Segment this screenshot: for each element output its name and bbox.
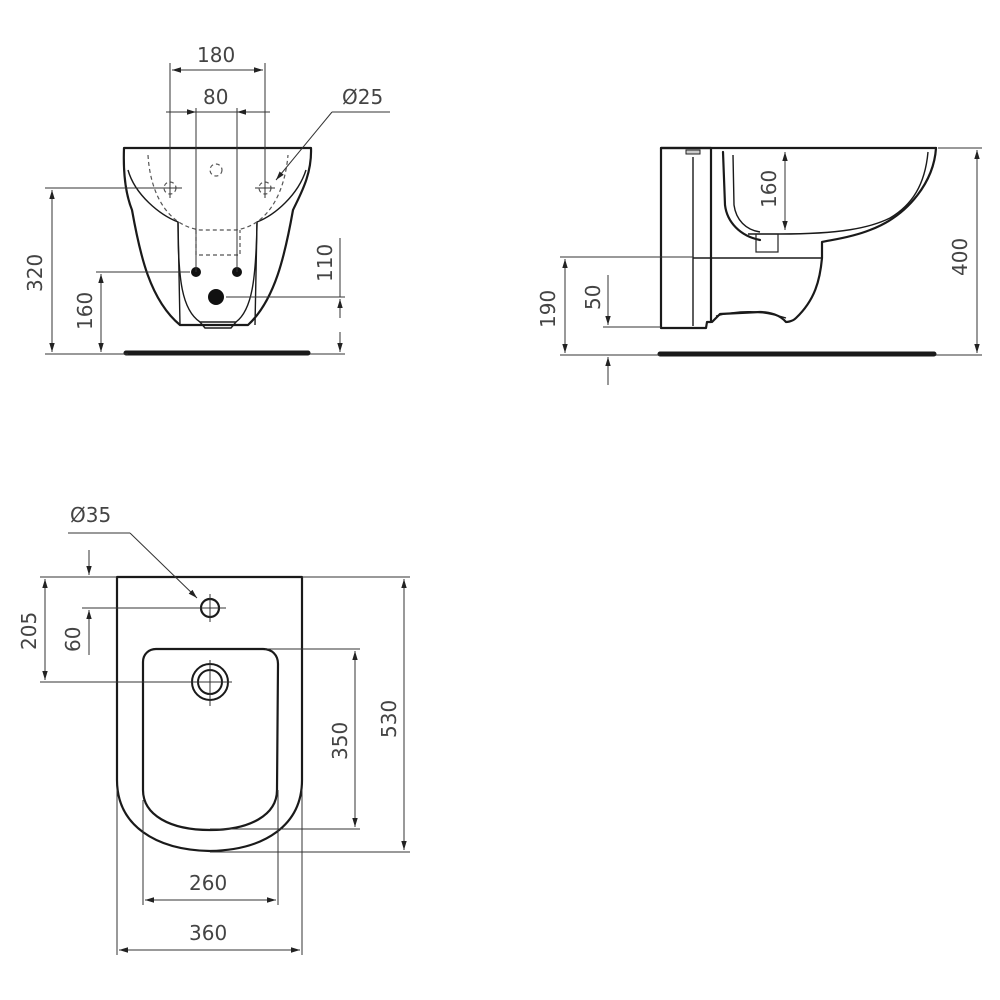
- front-hidden-line: [147, 154, 289, 231]
- front-bowl-outline: [122, 146, 313, 327]
- dim-360: 360: [189, 921, 227, 945]
- dim-60: 60: [61, 627, 85, 652]
- tap-hole-top: [196, 594, 226, 622]
- dim-350: 350: [328, 722, 352, 760]
- dim-400: 400: [948, 238, 972, 276]
- dim-diameter-35: Ø35: [70, 503, 111, 527]
- dim-50: 50: [581, 285, 605, 310]
- dim-160-front: 160: [73, 292, 97, 330]
- dim-320: 320: [23, 254, 47, 292]
- side-view: 160 400 190 50: [536, 146, 982, 385]
- top-view: Ø35 205 60 350 530 260 360: [17, 503, 410, 955]
- drain-hole: [208, 289, 224, 305]
- side-bowl-outline: [710, 146, 938, 324]
- dim-190: 190: [536, 290, 560, 328]
- dim-160-side: 160: [757, 170, 781, 208]
- drain-top: [190, 660, 232, 706]
- dim-diameter-25: Ø25: [342, 85, 383, 109]
- top-body-outline: [115, 575, 304, 853]
- dim-260: 260: [189, 871, 227, 895]
- front-view: 180 80 Ø25 320 160 110: [23, 43, 390, 356]
- dim-80: 80: [203, 85, 228, 109]
- top-bowl-outline: [141, 647, 280, 832]
- dim-110: 110: [313, 244, 337, 282]
- dim-530: 530: [377, 700, 401, 738]
- dim-205: 205: [17, 612, 41, 650]
- side-back-plate: [659, 146, 713, 330]
- dim-180: 180: [197, 43, 235, 67]
